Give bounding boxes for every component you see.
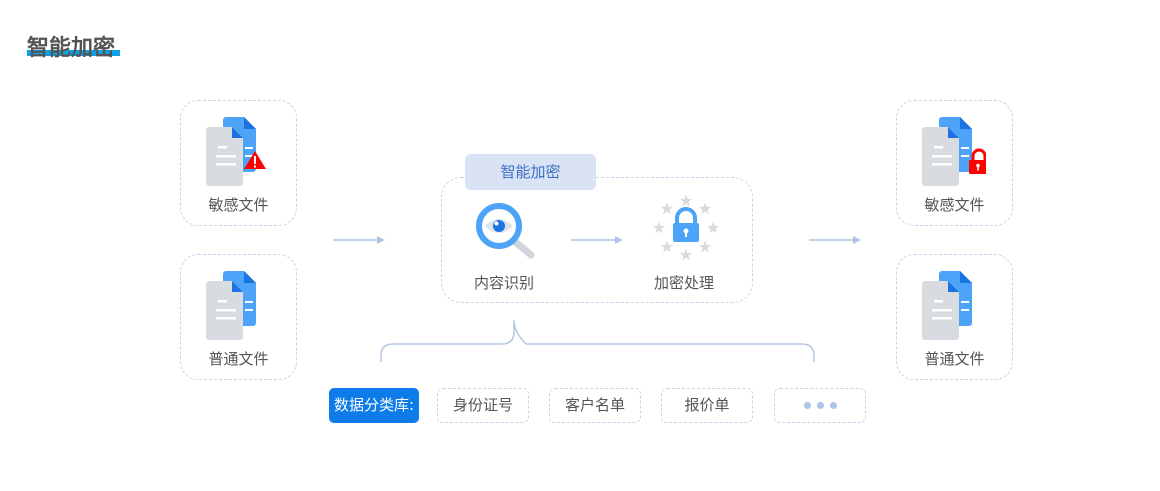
arrow-right-icon — [809, 236, 861, 244]
library-item-id-number: 身份证号 — [437, 388, 529, 423]
library-item-customer-list: 客户名单 — [549, 388, 641, 423]
star-icon — [706, 221, 720, 234]
input-label: 普通文件 — [208, 350, 269, 368]
star-icon — [660, 240, 674, 253]
document-icon — [922, 271, 972, 340]
arrow-right-icon — [571, 236, 623, 244]
input-label: 敏感文件 — [208, 196, 269, 214]
process-container — [441, 177, 753, 303]
magnifier-eye-icon — [476, 203, 535, 259]
document-warning-icon — [206, 117, 266, 186]
star-icon — [679, 194, 693, 207]
step-label: 内容识别 — [474, 274, 535, 292]
more-dots-icon — [774, 388, 866, 423]
output-label: 敏感文件 — [924, 196, 985, 214]
star-icon — [698, 240, 712, 253]
data-library-label: 数据分类库: — [329, 388, 419, 423]
output-sensitive-file-card: 敏感文件 — [896, 100, 1013, 226]
star-icon — [679, 248, 693, 261]
curly-brace — [380, 319, 815, 362]
page-title: 智能加密 — [27, 36, 116, 61]
lock-stars-icon — [652, 194, 720, 261]
document-icon — [206, 271, 256, 340]
input-sensitive-file-card: 敏感文件 — [180, 100, 297, 226]
input-normal-file-card: 普通文件 — [180, 254, 297, 380]
star-icon — [652, 221, 666, 234]
step-label: 加密处理 — [654, 274, 715, 292]
star-icon — [698, 202, 712, 215]
output-normal-file-card: 普通文件 — [896, 254, 1013, 380]
document-lock-icon — [922, 117, 986, 186]
library-item-quotation: 报价单 — [661, 388, 753, 423]
process-tab: 智能加密 — [465, 154, 596, 190]
output-label: 普通文件 — [924, 350, 985, 368]
star-icon — [660, 202, 674, 215]
arrow-right-icon — [333, 236, 385, 244]
